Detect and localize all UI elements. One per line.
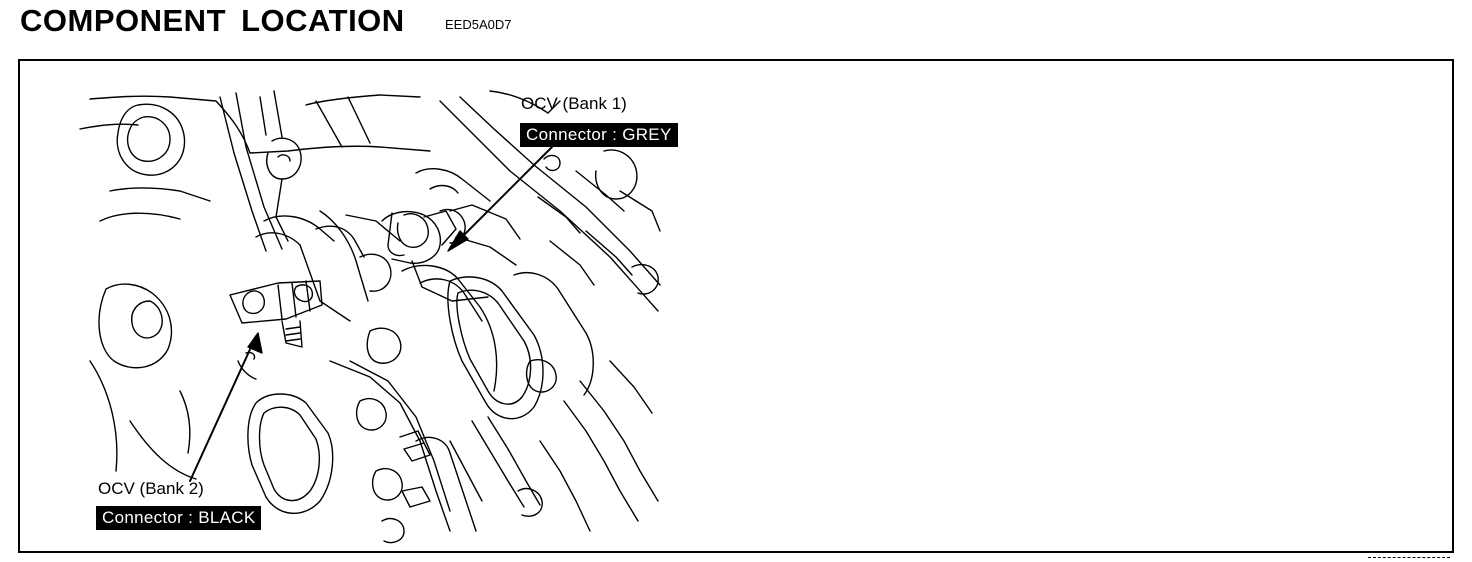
bank1-connector-badge: Connector : GREY: [520, 123, 678, 147]
page-title: COMPONENT LOCATION: [20, 3, 405, 38]
engine-illustration: [79, 90, 661, 544]
bank2-connector-badge: Connector : BLACK: [96, 506, 262, 530]
page-footer-mark: [1368, 557, 1450, 560]
bank2-ocv-label: OCV (Bank 2): [98, 479, 204, 498]
diagram-frame: OCV (Bank 1) Connector : GREY OCV (Bank …: [18, 59, 1454, 553]
bank1-ocv-label: OCV (Bank 1): [521, 94, 627, 113]
document-code: EED5A0D7: [445, 17, 512, 32]
